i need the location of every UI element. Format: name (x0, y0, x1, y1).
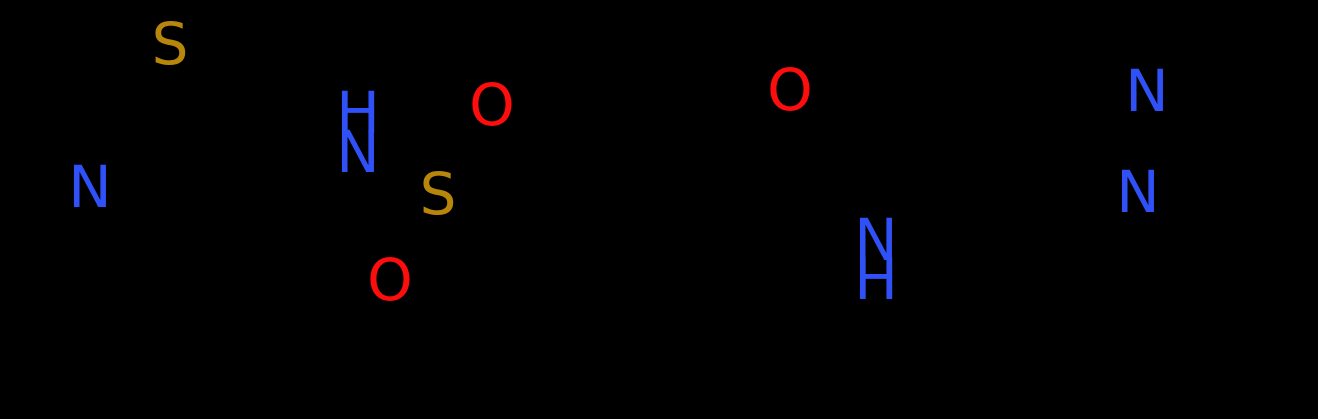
bond-benzene-3-4-inner (690, 98, 748, 188)
bond-ring-to-carbonyl (770, 134, 838, 180)
amide-nitrogen-label: N (854, 206, 897, 274)
bond-fused-c (1178, 15, 1252, 67)
sulfonamide-nitrogen-label: N (336, 118, 379, 186)
amide-hydrogen-label: H (854, 245, 898, 313)
bond-s-o-down-b (379, 206, 409, 246)
bond-pyrazole-n2-n1 (1136, 119, 1152, 161)
bond-thiazole-n3-c4 (83, 213, 151, 303)
bond-methyl-thiazole-left (9, 212, 87, 236)
thiazole-sulfur-label: S (152, 10, 189, 78)
bond-s-o-up-b (470, 144, 501, 186)
bond-thiazole-c2-n3-inner (127, 186, 193, 208)
bond-n-to-methine (898, 188, 984, 238)
pyrazole-nitrogen-1-label: N (1125, 57, 1168, 125)
bond-fused-a (1248, 234, 1294, 332)
sulfonamide-hydrogen-label: H (336, 79, 380, 147)
carbonyl-oxygen-label: O (767, 56, 813, 124)
pyrazole-nitrogen-2-label: N (1116, 158, 1159, 226)
thiazole-nitrogen-label: N (68, 153, 111, 221)
sulfonyl-sulfur-label: S (420, 160, 457, 228)
bond-s-o-up-a (449, 131, 480, 173)
bond-s-o-down-a (401, 218, 431, 258)
bond-pyrazole-c3-top-inner (1072, 84, 1176, 132)
bond-layer (9, 15, 1300, 400)
bond-fused-b (1198, 327, 1292, 395)
bond-thiazole-s-c2 (164, 76, 204, 160)
bond-pyrazole-c4-c3 (1178, 60, 1298, 136)
bond-pyrazole-c3-top (1056, 60, 1182, 116)
amide-group (770, 115, 880, 214)
bond-sulfonyl-to-ring (465, 172, 544, 202)
thiazole-ring (83, 22, 294, 326)
bond-thiazole-s-c5 (195, 22, 283, 52)
bond-thiazole-to-nh (213, 144, 329, 166)
bond-carbonyl-to-n (832, 136, 880, 214)
bond-benzene-4-5 (711, 174, 776, 278)
bond-carbonyl-o-a (804, 115, 838, 141)
fused-carbocycle (1178, 15, 1294, 395)
sulfonyl-oxygen-up-label: O (469, 71, 515, 139)
bond-benzene-6-1 (539, 174, 604, 278)
atom-label-layer: S N H N S O O O N H N N (68, 10, 1168, 314)
alkyl-substituents (9, 212, 719, 400)
sulfonyl-oxygen-down-label: O (367, 246, 413, 314)
bond-n-to-sulfonyl (382, 159, 420, 184)
benzene-ring (539, 72, 776, 280)
bond-thiazole-c5-c6 (268, 47, 286, 233)
bond-benzene-1-2-inner (566, 98, 624, 188)
bond-benzene-1-2 (539, 74, 604, 178)
pyrazole-ring (1056, 60, 1300, 240)
bond-thiazole-c4-c5 (146, 228, 274, 304)
bond-thiazole-c4-c5-inner (158, 244, 294, 326)
bond-pyrazole-c5-c4 (1248, 130, 1300, 238)
bond-carbonyl-o-b (788, 139, 822, 165)
bond-methine-to-ring (979, 109, 1061, 195)
bond-pyrazole-n1-c5 (1160, 196, 1254, 240)
bond-benzene-3-4 (711, 74, 776, 178)
bond-thiazole-c2-n3 (121, 164, 197, 188)
sulfonamide-group (379, 131, 544, 258)
